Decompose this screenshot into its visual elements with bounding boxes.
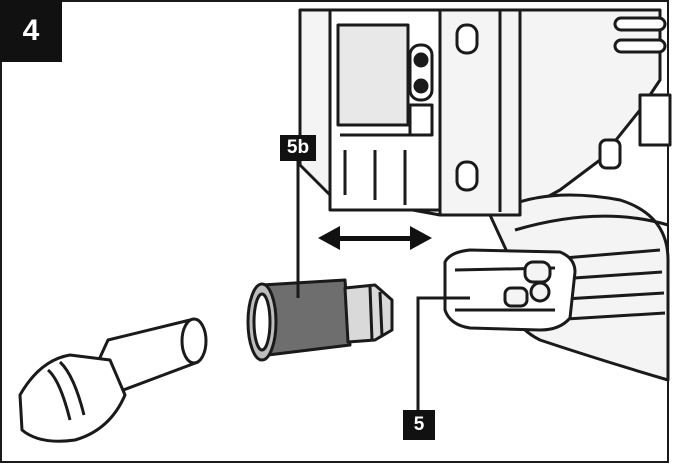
- double-arrow: [318, 226, 432, 250]
- callout-5b-label: 5b: [280, 135, 316, 161]
- callout-5-label: 5: [403, 410, 435, 440]
- dust-extraction-adapter: [246, 278, 394, 362]
- dust-extraction-port: [443, 248, 577, 332]
- callout-leaders: [296, 161, 470, 410]
- housing-details: [598, 16, 672, 170]
- control-panel: [328, 8, 522, 217]
- vacuum-hose: [18, 317, 208, 443]
- step-number-badge: 4: [0, 0, 62, 62]
